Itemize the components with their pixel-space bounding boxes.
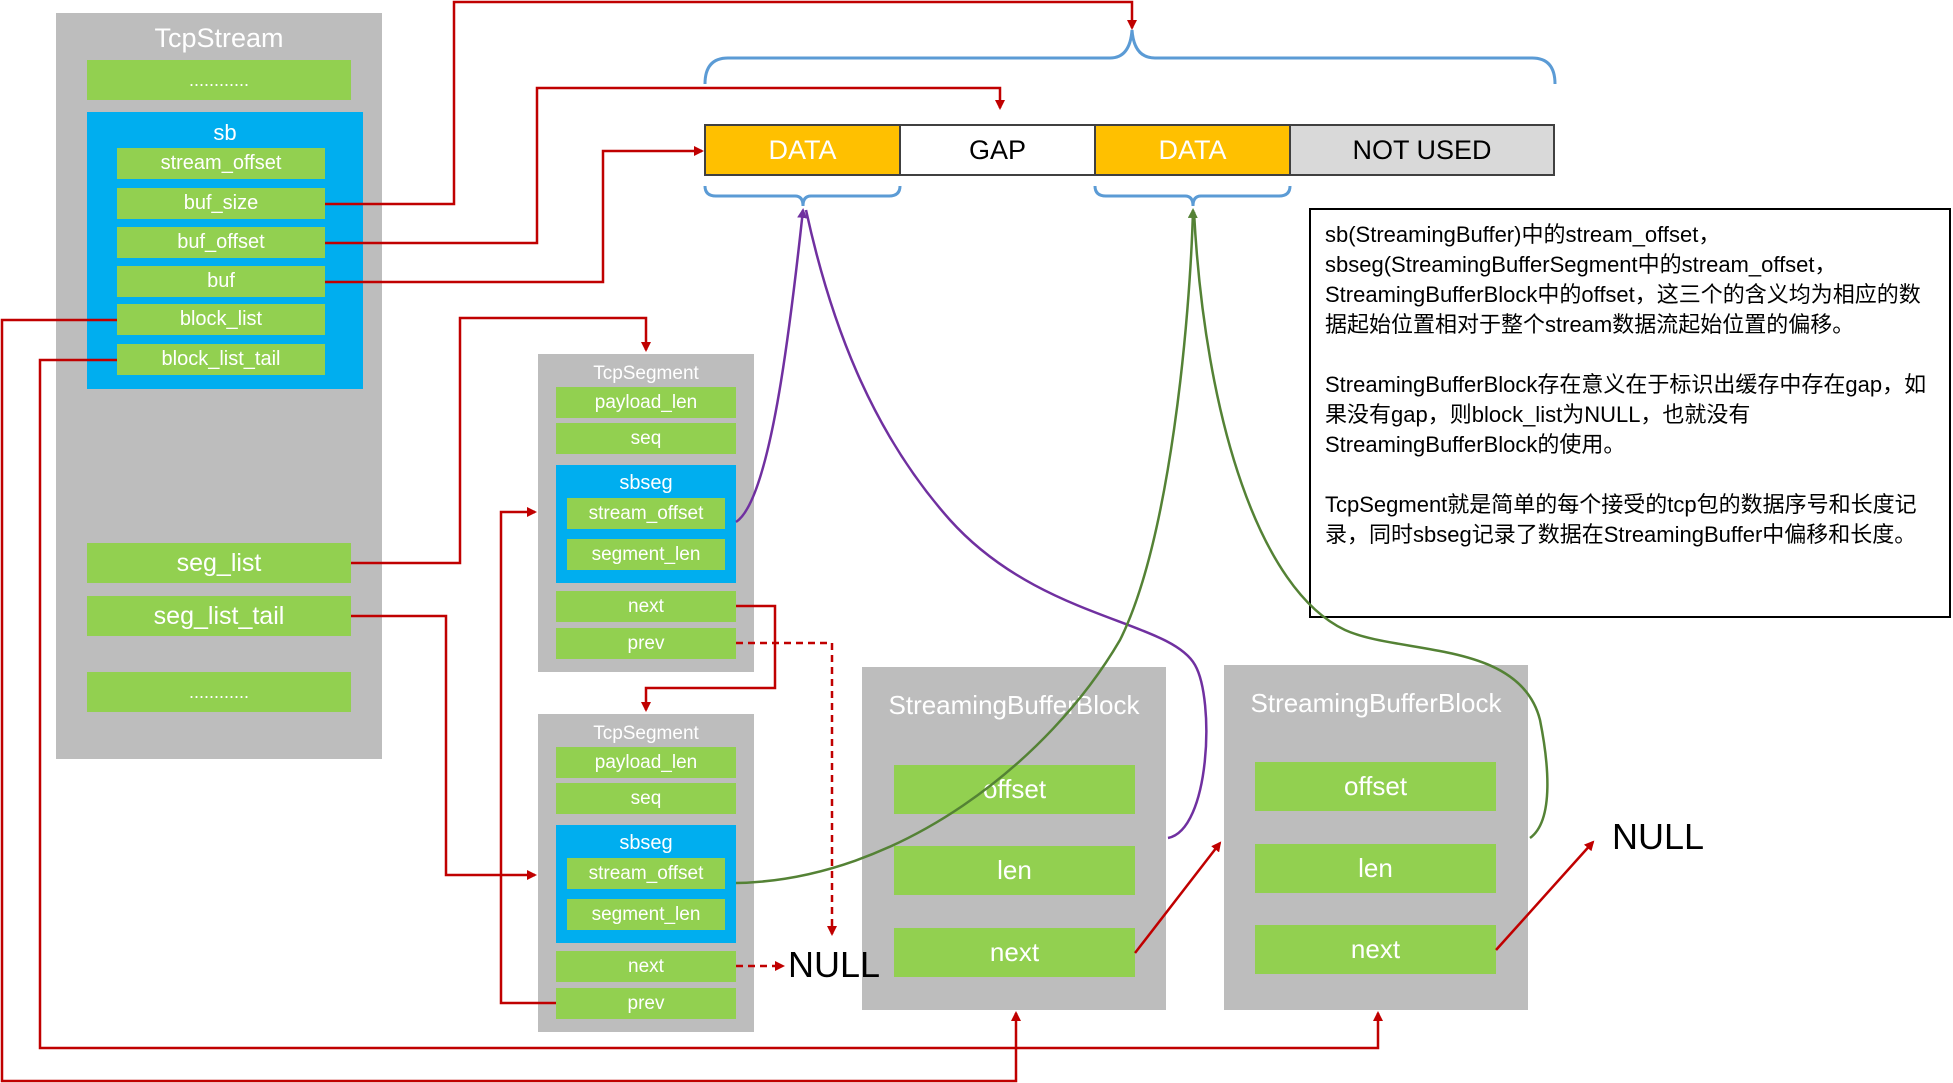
tcpsegment-1-segment-len: segment_len [567, 539, 725, 570]
explanation-note: sb(StreamingBuffer)中的stream_offset，sbseg… [1309, 208, 1951, 618]
tcpsegment-2-prev: prev [556, 988, 736, 1019]
tcpstream-seg-list-tail: seg_list_tail [87, 596, 351, 636]
link-seg1-sbseg-to-data1 [735, 208, 808, 524]
buffer-cell-not-used: NOT USED [1289, 124, 1555, 176]
brace-data-2 [1093, 185, 1292, 207]
tcpsegment-1-payload-len: payload_len [556, 387, 736, 418]
tcpsegment-2-sbseg-title: sbseg [619, 832, 673, 854]
arrow-buf-offset [325, 86, 1005, 245]
sb-field-buf: buf [117, 266, 325, 297]
arrow-buf-size [325, 0, 1137, 206]
arrow-block-list [0, 318, 1021, 1083]
tcpstream-seg-list: seg_list [87, 543, 351, 583]
arrow-block-list-tail [38, 358, 1383, 1050]
note-paragraph-2: StreamingBufferBlock存在意义在于标识出缓存中存在gap，如果… [1325, 372, 1927, 457]
arrow-seg1-next [641, 604, 777, 712]
note-paragraph-1: sb(StreamingBuffer)中的stream_offset，sbseg… [1325, 222, 1921, 337]
sb-field-stream-offset: stream_offset [117, 148, 325, 179]
sb-field-buf-size: buf_size [117, 188, 325, 219]
arrow-buf [325, 146, 704, 284]
arrow-seg2-prev [499, 507, 556, 1005]
tcpstream-title: TcpStream [154, 23, 284, 53]
sbblock-2-next: next [1255, 925, 1496, 974]
buffer-cell-data-2: DATA [1094, 124, 1291, 176]
buffer-cell-gap: GAP [899, 124, 1096, 176]
sbblock-2-offset: offset [1255, 762, 1496, 811]
tcpsegment-2-title: TcpSegment [593, 723, 699, 744]
arrow-seg-list-tail [351, 614, 537, 880]
sb-field-buf-offset: buf_offset [117, 227, 325, 258]
brace-buffer-total [703, 29, 1557, 85]
tcpsegment-1-prev: prev [556, 628, 736, 659]
tcpsegment-2-next: next [556, 951, 736, 982]
arrow-block2-next-null [1495, 840, 1595, 951]
sbblock-1-next: next [894, 928, 1135, 977]
sb-field-block-list: block_list [117, 304, 325, 335]
sb-field-block-list-tail: block_list_tail [117, 344, 325, 375]
tcpsegment-1-sbseg-title: sbseg [619, 472, 673, 494]
null-label-segment: NULL [788, 944, 881, 985]
link-block1-to-data1 [804, 209, 1208, 840]
tcpsegment-2-segment-len: segment_len [567, 899, 725, 930]
arrow-seg-list [351, 316, 651, 565]
link-block2-to-data2 [1192, 211, 1549, 840]
sbblock-1-offset: offset [894, 765, 1135, 814]
sbblock-2-len: len [1255, 844, 1496, 893]
arrow-block1-next [1134, 841, 1222, 954]
note-paragraph-3: TcpSegment就是简单的每个接受的tcp包的数据序号和长度记录，同时sbs… [1325, 492, 1917, 547]
tcpsegment-2-payload-len: payload_len [556, 747, 736, 778]
sb-title: sb [213, 120, 237, 145]
sbblock-1-len: len [894, 846, 1135, 895]
sbblock-2-title: StreamingBufferBlock [1250, 688, 1502, 718]
tcpstream-ellipsis-bottom: ............ [87, 672, 351, 712]
buffer-cell-data-1: DATA [704, 124, 901, 176]
tcpsegment-2-seq: seq [556, 783, 736, 814]
tcpsegment-1-next: next [556, 591, 736, 622]
tcpsegment-2-stream-offset: stream_offset [567, 858, 725, 889]
tcpsegment-1-title: TcpSegment [593, 363, 699, 384]
null-label-block: NULL [1612, 816, 1705, 857]
brace-data-1 [703, 185, 902, 207]
tcpsegment-1-stream-offset: stream_offset [567, 498, 725, 529]
tcpstream-ellipsis-top: ............ [87, 60, 351, 100]
link-seg2-sbseg-to-data2 [735, 208, 1198, 885]
tcpsegment-1-seq: seq [556, 423, 736, 454]
sbblock-1-title: StreamingBufferBlock [888, 690, 1140, 720]
arrow-seg1-prev-null [736, 641, 837, 936]
